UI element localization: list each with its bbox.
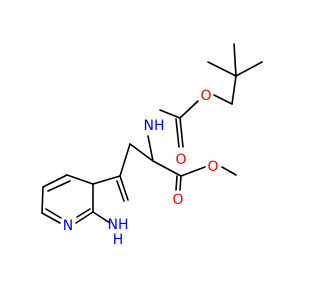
bond [180,166,206,177]
bond [76,208,91,218]
bond [179,100,199,119]
molecule-canvas: O NH O O O N NH H [41,43,263,248]
pyridine-nitrogen-label: N [63,218,73,234]
bond [147,135,154,162]
bond [175,118,180,148]
bond [159,109,181,119]
bond [41,186,44,214]
bond [119,143,131,177]
bond [42,174,68,188]
carbamate-nh-label: NH [144,118,165,134]
bond [116,180,125,202]
bond [213,94,233,105]
bond [92,175,121,185]
bond [221,166,237,176]
bonds [41,43,263,224]
bond [45,208,62,219]
bond [235,61,263,77]
ester-carbonyl-oxygen-label: O [172,192,183,208]
bond [175,175,178,191]
atom-labels: O NH O O O N NH H [63,88,219,248]
bond [47,180,71,192]
bond [207,61,237,77]
bond [129,143,154,162]
bond [92,211,111,224]
bond [179,117,184,148]
pyrrole-nh-label: NH [108,217,129,233]
bond [119,175,129,201]
boc-carbonyl-oxygen-label: O [175,152,186,168]
bond [231,75,237,105]
ester-oxygen-label: O [200,88,211,104]
pyrrole-hydrogen-label: H [113,232,124,248]
bond [233,43,237,77]
bond [66,174,94,185]
bond [75,211,94,224]
structure-diagram: O NH O O O N NH H [41,43,263,248]
ester-methoxy-oxygen-label: O [207,159,218,175]
bond [179,175,182,191]
bond [41,212,61,224]
bond [152,160,182,177]
